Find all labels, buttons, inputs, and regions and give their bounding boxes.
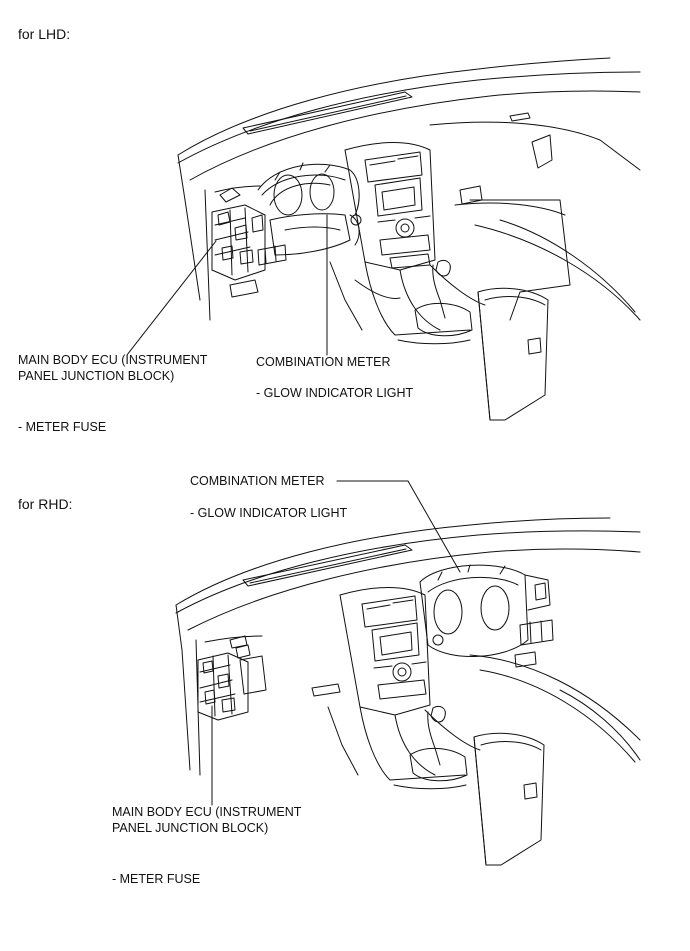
lhd-ecu-sub: - METER FUSE — [18, 420, 107, 434]
lhd-ecu-label: MAIN BODY ECU (INSTRUMENT PANEL JUNCTION… — [18, 352, 207, 384]
lhd-meter-label: COMBINATION METER — [256, 355, 391, 369]
rhd-meter-label: COMBINATION METER — [190, 474, 325, 488]
lhd-ecu-label-line2: PANEL JUNCTION BLOCK) — [18, 369, 175, 383]
lhd-heading: for LHD: — [18, 26, 71, 42]
rhd-heading: for RHD: — [18, 496, 73, 512]
lhd-meter-sub: - GLOW INDICATOR LIGHT — [256, 386, 414, 400]
lhd-dashboard-illustration — [0, 0, 690, 450]
rhd-ecu-label-line2: PANEL JUNCTION BLOCK) — [112, 821, 269, 835]
rhd-meter-sub: - GLOW INDICATOR LIGHT — [190, 506, 348, 520]
lhd-ecu-label-line1: MAIN BODY ECU (INSTRUMENT — [18, 353, 208, 367]
rhd-ecu-label: MAIN BODY ECU (INSTRUMENT PANEL JUNCTION… — [112, 804, 301, 836]
rhd-ecu-sub: - METER FUSE — [112, 872, 201, 886]
rhd-ecu-label-line1: MAIN BODY ECU (INSTRUMENT — [112, 805, 302, 819]
